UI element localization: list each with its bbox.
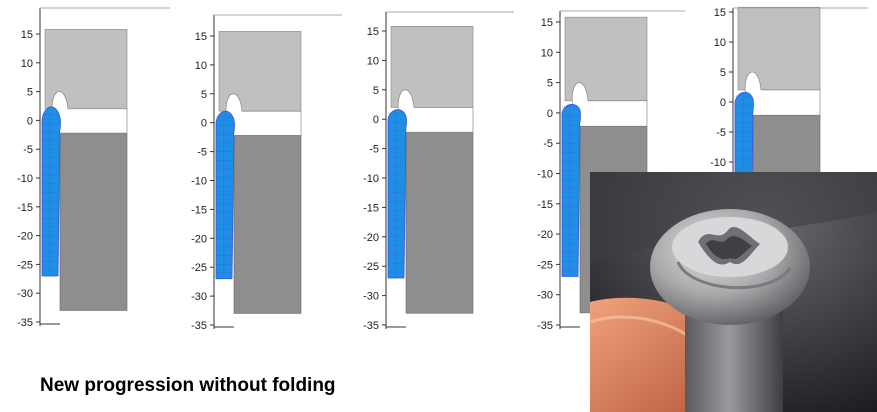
y-tick-label: -30 [17, 288, 33, 300]
y-tick-label: -10 [710, 157, 726, 169]
y-tick-label: -35 [537, 320, 553, 332]
y-tick-label: -10 [17, 173, 33, 185]
sim-panel-2: 15 10 5 0 -5 -10 -15 -20 -25 -30 -35 [191, 14, 342, 332]
y-tick-label: -35 [363, 320, 379, 332]
workpiece [561, 104, 581, 277]
y-tick-label: 15 [367, 26, 379, 38]
lower-die [752, 114, 821, 176]
y-tick-label: 10 [195, 60, 207, 72]
y-tick-label: 10 [541, 47, 553, 59]
y-tick-label: -15 [537, 199, 553, 211]
screw-photo [590, 172, 877, 412]
y-tick-label: -10 [191, 176, 207, 188]
y-tick-label: -5 [23, 144, 33, 156]
y-tick-label: -25 [363, 261, 379, 273]
lower-die [233, 135, 302, 314]
y-tick-label: -30 [537, 290, 553, 302]
y-tick-label: 15 [541, 17, 553, 29]
workpiece [41, 106, 61, 277]
y-tick-label: 0 [27, 115, 33, 127]
y-tick-label: 15 [21, 29, 33, 41]
y-tick-label: 5 [720, 67, 726, 79]
y-tick-label: 5 [547, 78, 553, 90]
lower-die [405, 131, 474, 314]
sim-panel-5: 15 10 5 0 -5 -10 [710, 6, 868, 176]
y-tick-label: 5 [27, 87, 33, 99]
y-tick-label: -5 [369, 144, 379, 156]
y-tick-label: -15 [191, 204, 207, 216]
y-tick-label: -30 [191, 291, 207, 303]
y-tick-label: 5 [201, 89, 207, 101]
y-tick-label: -15 [363, 202, 379, 214]
y-tick-label: 5 [373, 85, 379, 97]
y-tick-label: 0 [720, 97, 726, 109]
y-tick-label: 0 [201, 118, 207, 130]
die-cavity [571, 82, 648, 127]
y-tick-label: -25 [17, 259, 33, 271]
y-tick-label: 10 [714, 37, 726, 49]
die-cavity [225, 93, 302, 136]
die-cavity [51, 91, 128, 134]
y-tick-label: 0 [373, 114, 379, 126]
y-tick-label: -10 [537, 169, 553, 181]
lower-die [59, 132, 128, 311]
y-tick-label: 15 [195, 31, 207, 43]
y-tick-label: -30 [363, 291, 379, 303]
y-tick-label: -25 [537, 259, 553, 271]
y-tick-label: -5 [197, 147, 207, 159]
y-tick-label: -15 [17, 202, 33, 214]
y-tick-label: -25 [191, 262, 207, 274]
y-tick-label: -20 [17, 231, 33, 243]
y-tick-label: -35 [17, 317, 33, 329]
y-tick-label: -5 [716, 127, 726, 139]
y-tick-label: 0 [547, 108, 553, 120]
sim-panel-1: 15 10 5 0 -5 -10 -15 -20 -25 -30 -35 [17, 7, 170, 329]
y-tick-label: 15 [714, 7, 726, 19]
y-tick-label: -35 [191, 320, 207, 332]
y-tick-label: -20 [363, 232, 379, 244]
y-tick-label: -10 [363, 173, 379, 185]
y-tick-label: -5 [543, 138, 553, 150]
figure-caption: New progression without folding [40, 375, 336, 396]
y-tick-label: -20 [191, 233, 207, 245]
workpiece [387, 109, 407, 279]
y-tick-label: 10 [367, 55, 379, 67]
die-cavity [744, 71, 821, 116]
y-tick-label: 10 [21, 58, 33, 70]
y-tick-label: -20 [537, 229, 553, 241]
sim-panel-3: 15 10 5 0 -5 -10 -15 -20 -25 -30 -35 [363, 11, 514, 332]
die-cavity [397, 89, 474, 133]
